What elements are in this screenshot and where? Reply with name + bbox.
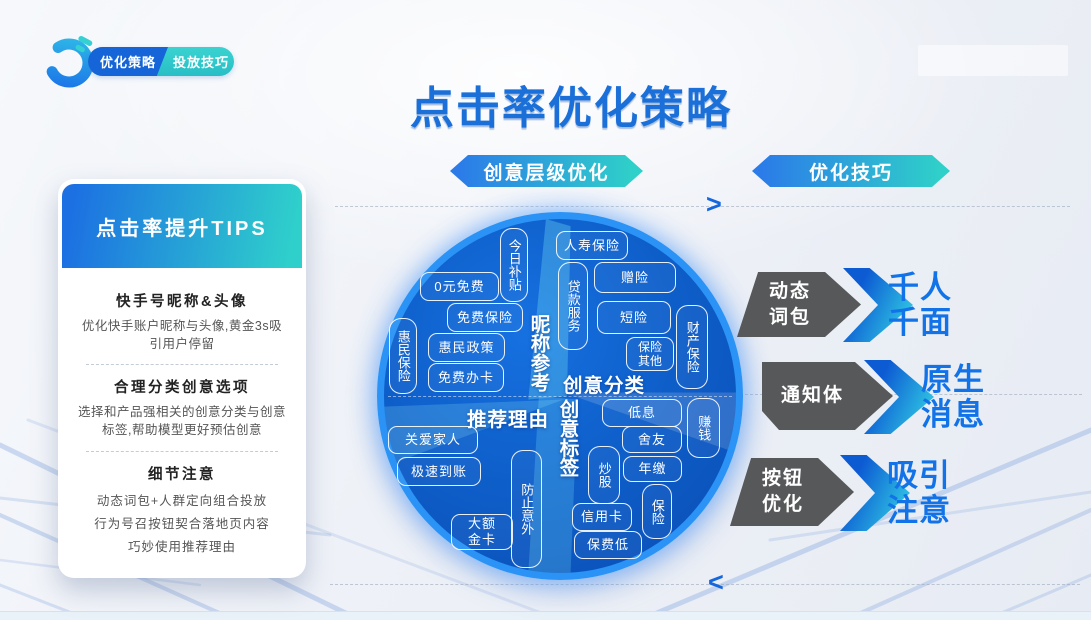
circle-tag: 舍友	[622, 426, 682, 453]
circle-tag: 免费办卡	[428, 363, 504, 392]
quadrant-label-creative-tag: 创意标签	[556, 399, 578, 477]
circle-tag: 保险	[642, 484, 672, 539]
quadrant-label-nickname-reference: 昵称参考	[527, 314, 549, 392]
circle-tag: 今日补贴	[500, 228, 528, 302]
loop-line-bottom	[330, 584, 1080, 585]
tips-detail-line: 动态词包+人群定向组合投放	[96, 493, 268, 508]
circle-tag: 惠民政策	[428, 333, 505, 362]
chevron-left-icon: <	[708, 567, 724, 597]
quadrant-label-recommend-reason: 推荐理由	[467, 409, 550, 431]
tips-detail-line: 巧妙使用推荐理由	[127, 539, 236, 554]
banner-creative-level: 创意层级优化	[450, 155, 643, 187]
dashed-divider	[86, 364, 278, 366]
tips-card-body: 快手号昵称&头像 优化快手账户昵称与头像,黄金3s吸引用户停留 合理分类创意选项…	[62, 268, 302, 559]
tips-detail-line: 行为号召按钮契合落地页内容	[94, 516, 270, 531]
circle-tag: 贷款服务	[558, 262, 588, 350]
creative-circle-diagram: 昵称参考 创意分类 推荐理由 创意标签 今日补贴 0元免费 免费保险 惠民政策 …	[377, 212, 743, 580]
page-title: 点击率优化策略	[410, 84, 732, 133]
circle-tag: 赚钱	[687, 398, 720, 458]
tips-section-text: 优化快手账户昵称与头像,黄金3s吸引用户停留	[81, 319, 283, 352]
circle-tag: 惠民保险	[389, 318, 417, 394]
circle-tag: 年缴	[623, 456, 682, 482]
flow-result-text: 原生 消息	[921, 362, 985, 432]
circle-tag: 极速到账	[397, 457, 481, 486]
pill-right-label: 投放技巧	[172, 55, 229, 70]
circle-midline	[387, 396, 733, 397]
header-pill: 优化策略 投放技巧	[88, 47, 234, 76]
tips-card: 点击率提升TIPS 快手号昵称&头像 优化快手账户昵称与头像,黄金3s吸引用户停…	[58, 179, 306, 578]
tips-section-heading: 合理分类创意选项	[114, 380, 250, 397]
circle-tag: 炒股	[588, 446, 620, 504]
banner-optimize-tips: 优化技巧	[752, 155, 950, 187]
brand-logo-icon	[44, 26, 100, 95]
tips-section-heading: 快手号昵称&头像	[116, 294, 248, 310]
pill-left-label: 优化策略	[88, 47, 168, 76]
circle-tag: 关爱家人	[388, 426, 478, 454]
circle-background	[384, 219, 736, 573]
circle-tag: 低息	[602, 399, 682, 427]
tips-section-text: 选择和产品强相关的创意分类与创意标签,帮助模型更好预估创意	[78, 405, 287, 438]
loop-line-top	[335, 206, 1070, 207]
chevron-right-icon: >	[706, 189, 722, 219]
circle-tag: 信用卡	[572, 503, 632, 531]
circle-tag: 赠险	[594, 262, 676, 293]
tips-section-heading: 细节注意	[148, 466, 216, 483]
circle-tag: 财产保险	[676, 305, 708, 389]
circle-tag: 大额金卡	[451, 514, 513, 550]
faint-highlight-box	[918, 45, 1068, 76]
circle-tag: 保费低	[574, 531, 642, 559]
quadrant-label-creative-category: 创意分类	[563, 375, 646, 397]
flow-result-text: 吸引 注意	[887, 458, 951, 528]
circle-tag: 保险其他	[626, 337, 674, 371]
circle-tag: 0元免费	[420, 272, 499, 301]
bottom-strip	[0, 611, 1091, 620]
circle-tag: 短险	[597, 301, 671, 334]
circle-tag: 免费保险	[447, 303, 523, 332]
flow-result-text: 千人 千面	[888, 270, 952, 340]
circle-tag: 防止意外	[511, 450, 542, 568]
dashed-divider	[86, 450, 278, 452]
circle-tag: 人寿保险	[556, 231, 628, 260]
tips-card-title: 点击率提升TIPS	[62, 184, 302, 268]
